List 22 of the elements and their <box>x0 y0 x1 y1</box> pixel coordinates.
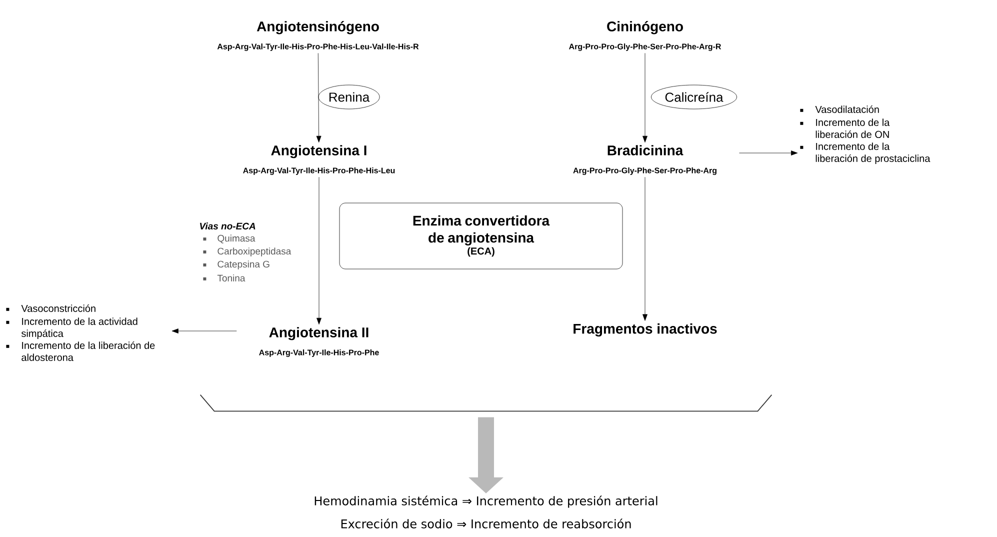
protein-label: Angiotensinógeno Asp-Arg-Val-Tyr-Ile-His-Pro-Phe-His-Leu-Val-Ile-His-R <box>217 21 419 51</box>
protein-label: Angiotensina II Asp-Arg-Val-Tyr-Ile-His-Pro-Phe <box>259 327 379 357</box>
list-item: Catepsina G <box>203 260 270 270</box>
protein-label: Cininógeno Arg-Pro-Pro-Gly-Phe-Ser-Pro-Phe-Arg-R <box>568 21 722 51</box>
list-item: Carboxipeptidasa <box>203 248 292 256</box>
list-item: Tonina <box>203 274 246 282</box>
enzyme-box: Enzima convertidora de angiotensina (ECA) <box>339 202 623 270</box>
arrow <box>316 52 322 142</box>
arrow <box>642 176 648 321</box>
bullet-list: Vasoconstricción Incremento de la actividad simpática Incremento de la liberación de aldosterona <box>6 304 155 361</box>
bullet-list: Vasodilatación Incremento de la liberación de ON Incremento de la liberación de prostaciclina <box>800 106 930 164</box>
arrow <box>739 150 798 156</box>
protein-label: Angiotensina I Asp-Arg-Val-Tyr-Ile-His-Pro-Phe-His-Leu <box>243 145 395 175</box>
protein-label: Fragmentos inactivos <box>574 323 717 337</box>
outcome-text: Hemodinamia sistémica ⇒ Incremento de presión arterial Excreción de sodio ⇒ Incremento de reabsorción <box>314 496 658 528</box>
list-item: Quimasa <box>203 234 256 244</box>
arrow <box>172 328 237 334</box>
arrow <box>642 52 648 142</box>
list-heading: Vias no-ECA <box>200 222 256 230</box>
bracket <box>200 394 772 412</box>
arrow <box>316 176 322 324</box>
protein-label: Bradicinina Arg-Pro-Pro-Gly-Phe-Ser-Pro-Phe-Arg <box>573 145 716 175</box>
